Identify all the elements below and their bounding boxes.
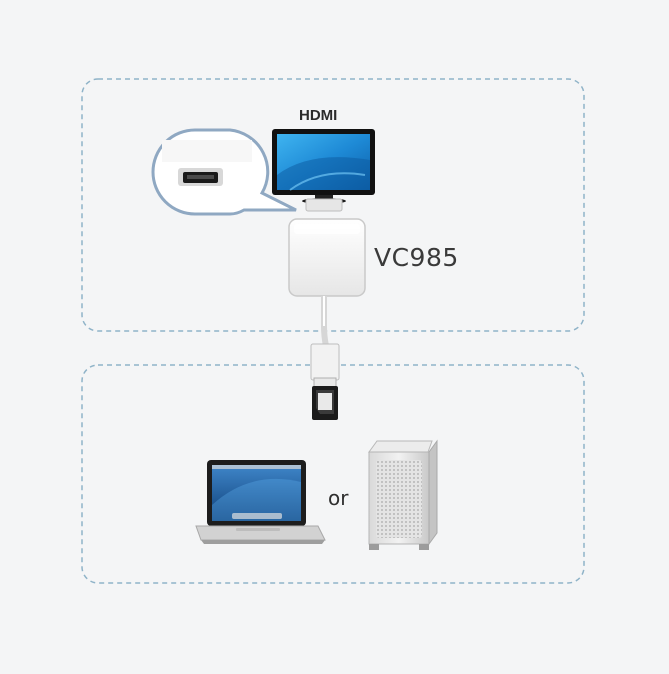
displayport-connector-icon bbox=[310, 343, 340, 420]
hdmi-label: HDMI bbox=[299, 107, 338, 124]
hdmi-tv-icon bbox=[272, 129, 375, 204]
upper-dashed-frame bbox=[81, 78, 585, 332]
desktop-tower-icon bbox=[368, 439, 438, 550]
or-label: or bbox=[328, 486, 349, 510]
adapter-cable bbox=[321, 296, 329, 347]
vc985-adapter-icon bbox=[288, 218, 366, 297]
laptop-icon bbox=[195, 460, 326, 544]
hdmi-port-callout bbox=[151, 128, 297, 216]
hdmi-plug bbox=[305, 198, 343, 212]
model-label: VC985 bbox=[374, 243, 459, 272]
